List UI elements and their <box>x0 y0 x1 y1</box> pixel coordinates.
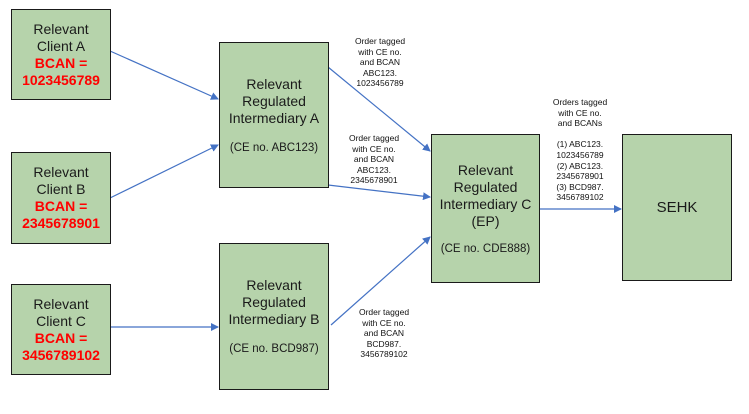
order-note-c-line: BCD987. <box>366 338 402 349</box>
order-note-b-line: and BCAN <box>353 154 395 165</box>
client-c-line2: Client C <box>36 312 86 329</box>
client-c-line1: Relevant <box>33 295 89 312</box>
client-b-bcan-label: BCAN = <box>34 198 88 214</box>
client-a-line1: Relevant <box>33 20 89 37</box>
order-note-a: Order tagged with CE no. and BCAN ABC123… <box>344 36 416 89</box>
order-note-c-line: 3456789102 <box>360 349 408 360</box>
client-c-box: Relevant Client C BCAN = 3456789102 <box>11 284 111 375</box>
client-a-bcan-label: BCAN = <box>34 54 88 71</box>
order-note-b: Order tagged with CE no. and BCAN ABC123… <box>338 133 410 186</box>
order-note-c: Order tagged with CE no. and BCAN BCD987… <box>348 307 420 360</box>
order-note-b-line: with CE no. <box>352 143 396 154</box>
orders-all-line: (2) ABC123. <box>556 160 604 171</box>
arrow-client-a-to-intermediary-a <box>109 50 219 100</box>
intermediary-a-line3: Intermediary A <box>228 109 320 126</box>
intermediary-b-ce-number: (CE no. BCD987) <box>229 343 319 355</box>
client-a-line2: Client A <box>36 37 86 54</box>
client-b-line1: Relevant <box>33 164 89 180</box>
orders-all-line: 3456789102 <box>556 192 604 203</box>
intermediary-c-line4: (EP) <box>471 212 500 229</box>
order-note-b-line: 2345678901 <box>350 175 398 186</box>
client-c-bcan: 3456789102 <box>22 346 100 363</box>
intermediary-a-box: Relevant Regulated Intermediary A (CE no… <box>219 42 329 188</box>
orders-all-line: with CE no. <box>558 107 602 118</box>
arrow-intermediary-b-to-c <box>330 236 431 326</box>
client-c-bcan-label: BCAN = <box>34 329 88 346</box>
client-a-box: Relevant Client A BCAN = 1023456789 <box>11 9 111 100</box>
intermediary-c-line1: Relevant <box>457 161 514 178</box>
intermediary-a-line1: Relevant <box>246 75 302 92</box>
client-a-bcan: 1023456789 <box>22 71 100 88</box>
intermediary-a-ce-number: (CE no. ABC123) <box>229 141 319 154</box>
client-b-bcan: 2345678901 <box>22 215 100 231</box>
client-b-box: Relevant Client B BCAN = 2345678901 <box>11 152 111 244</box>
order-note-a-line: Order tagged <box>354 36 406 46</box>
order-note-a-line: 1023456789 <box>356 78 404 89</box>
sehk-box: SEHK <box>622 134 732 281</box>
order-note-b-line: ABC123. <box>356 164 392 175</box>
order-note-c-line: with CE no. <box>362 317 406 328</box>
order-note-c-line: Order tagged <box>358 307 410 317</box>
intermediary-b-line1: Relevant <box>246 277 302 293</box>
intermediary-b-line2: Regulated <box>242 294 306 310</box>
orders-all-note: Orders tagged with CE no. and BCANs (1) … <box>544 97 616 203</box>
order-note-a-line: and BCAN <box>359 57 401 68</box>
client-b-line2: Client B <box>36 181 86 197</box>
order-note-a-line: with CE no. <box>358 46 402 57</box>
arrow-intermediary-a-to-c-upper <box>327 66 431 152</box>
orders-all-line: 1023456789 <box>556 149 604 160</box>
order-note-b-line: Order tagged <box>348 133 400 143</box>
sehk-label: SEHK <box>656 199 698 216</box>
intermediary-b-line3: Intermediary B <box>228 311 320 327</box>
intermediary-c-line2: Regulated <box>453 178 518 195</box>
arrow-client-b-to-intermediary-a <box>109 144 219 199</box>
intermediary-c-ce-number: (CE no. CDE888) <box>440 242 531 255</box>
arrow-intermediary-a-to-c-lower <box>327 184 431 201</box>
order-note-a-line: ABC123. <box>362 67 398 78</box>
orders-all-line: Orders tagged <box>552 97 608 107</box>
intermediary-b-box: Relevant Regulated Intermediary B (CE no… <box>219 243 329 390</box>
orders-all-line: (3) BCD987. <box>556 181 604 192</box>
intermediary-c-box: Relevant Regulated Intermediary C (EP) (… <box>431 134 540 283</box>
orders-all-spacer <box>544 129 616 140</box>
intermediary-c-line3: Intermediary C <box>439 195 532 212</box>
intermediary-a-line2: Regulated <box>242 92 306 109</box>
order-note-c-line: and BCAN <box>363 328 405 339</box>
orders-all-line: 2345678901 <box>556 171 604 182</box>
orders-all-line: (1) ABC123. <box>556 139 604 150</box>
orders-all-line: and BCANs <box>557 118 603 129</box>
